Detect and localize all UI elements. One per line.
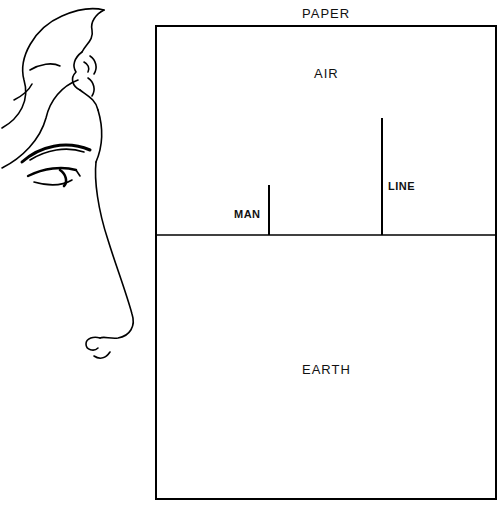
air-region: AIR <box>157 27 495 235</box>
region-name: EARTH <box>302 363 351 376</box>
paper-box: PAPERAIREARTH <box>155 25 497 500</box>
vertical-line <box>381 118 383 235</box>
horizon-line <box>156 234 496 236</box>
region-name: AIR <box>314 67 339 80</box>
earth-region: EARTH <box>157 237 495 498</box>
part-label: MAN <box>234 209 261 220</box>
face-profile <box>2 9 133 358</box>
man-line <box>268 185 270 235</box>
part-label: LINE <box>388 181 415 192</box>
paper-heading: PAPER <box>302 7 350 20</box>
ground-lines <box>156 118 496 235</box>
